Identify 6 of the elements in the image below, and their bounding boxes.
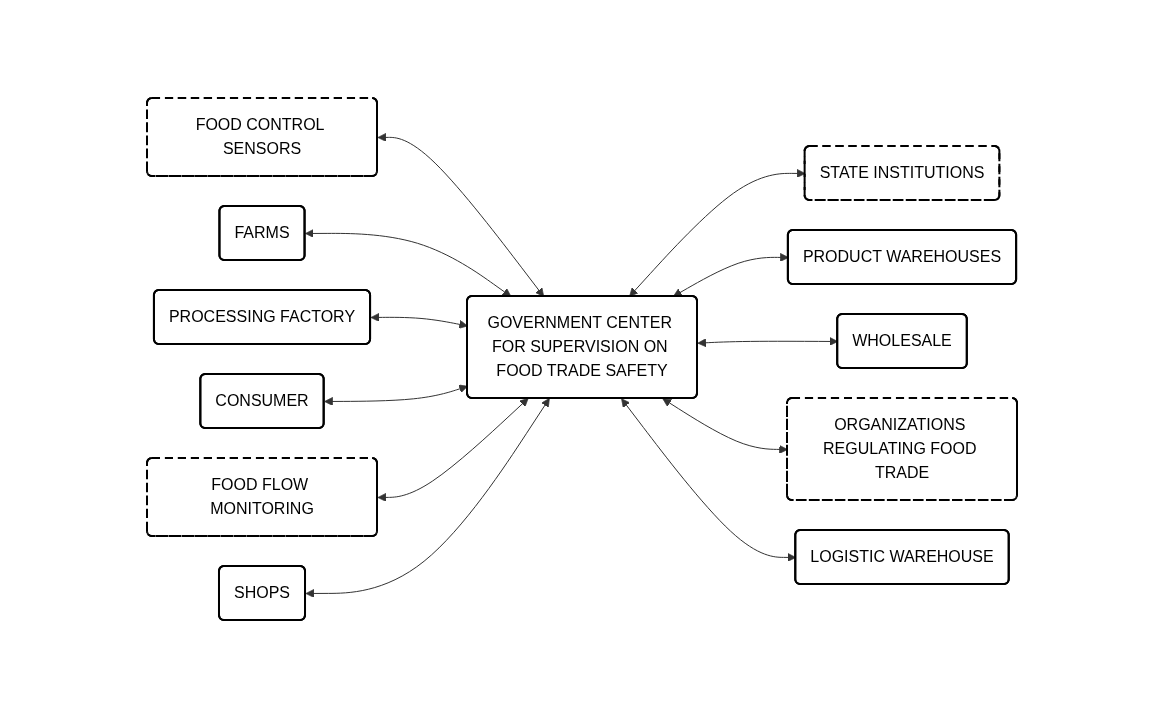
arrow — [377, 132, 544, 297]
arrow — [628, 168, 805, 297]
node-text: GOVERNMENT CENTER FOR SUPERVISION ON FOOD TRADE SAFETY — [486, 313, 672, 379]
arrow — [304, 228, 511, 297]
arrow — [377, 397, 528, 502]
arrow — [305, 397, 550, 598]
